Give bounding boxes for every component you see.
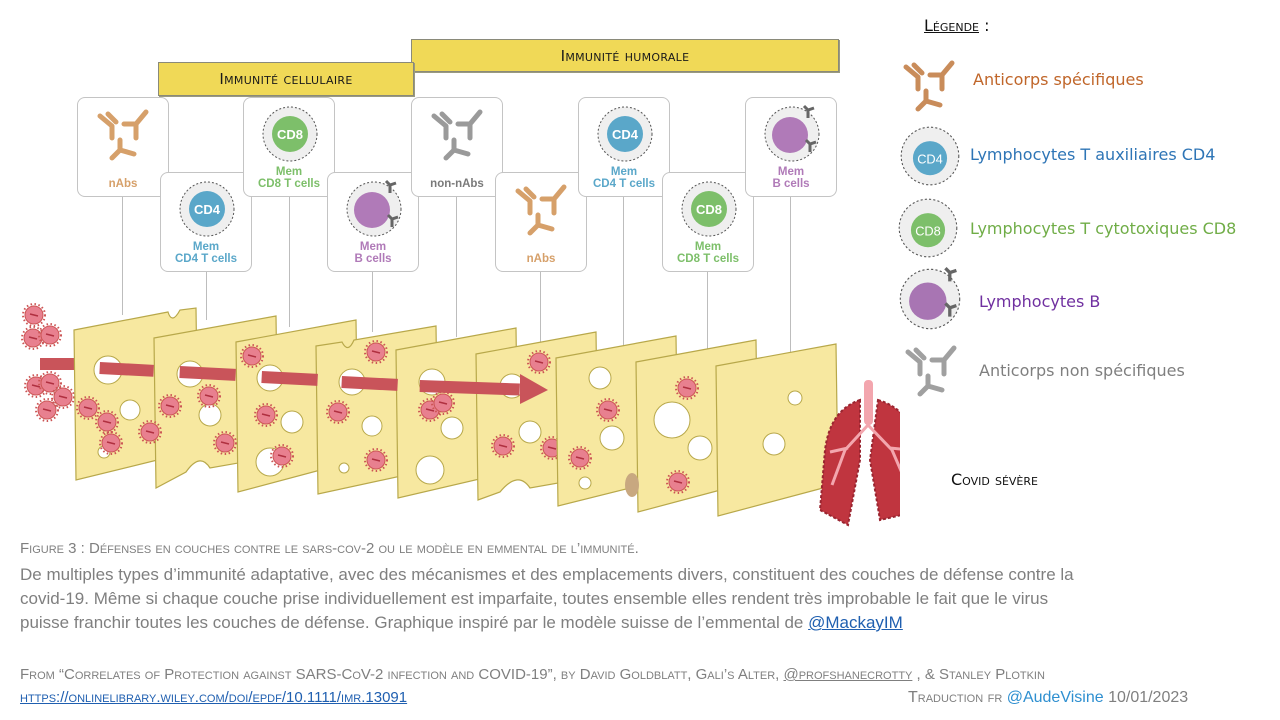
legend-item-lymphocytes-b: Lymphocytes B (979, 292, 1101, 311)
card-nabs: nAbs (77, 97, 169, 197)
b-cell-icon (764, 104, 820, 162)
card-label: nAbs (108, 178, 138, 190)
cd8-cell-icon: CD8 (681, 181, 737, 237)
profshanecrotty-link[interactable]: @profshanecrotty (783, 666, 913, 683)
banner-immunite-cellulaire: Immunité cellulaire (158, 62, 414, 96)
source-prefix: From “Correlates of Protection against S… (20, 666, 784, 683)
hang-line (623, 197, 624, 347)
source-suffix: , & Stanley Plotkin (912, 666, 1045, 683)
banner-immunite-humorale: Immunité humorale (411, 39, 839, 72)
cd4-cell-icon: CD4 (179, 181, 235, 237)
antibody-specific-icon (903, 60, 955, 112)
svg-text:CD4: CD4 (917, 151, 943, 166)
hang-line (122, 197, 123, 315)
translation-date: 10/01/2023 (1103, 689, 1189, 706)
hang-line (540, 270, 541, 342)
antibody-nonspecific-icon (905, 345, 957, 397)
hang-line (707, 270, 708, 352)
arrow-tail (40, 358, 78, 370)
virus-icon (22, 303, 46, 327)
cd4-cell-icon: CD4 (597, 106, 653, 162)
legend-item-lymphocytes-cd8: Lymphocytes T cytotoxiques CD8 (970, 219, 1237, 238)
hang-line (456, 197, 457, 337)
virus-path-arrow (99, 362, 548, 404)
b-cell-icon (346, 179, 402, 237)
svg-text:CD4: CD4 (194, 202, 221, 217)
lung-icon (818, 380, 900, 527)
mackayim-link[interactable]: @MackayIM (808, 613, 903, 632)
cd8-cell-icon: CD8 (898, 198, 958, 258)
card-label: nAbs (526, 253, 556, 265)
cd4-cell-icon: CD4 (900, 126, 960, 186)
audevisine-handle[interactable]: @AudeVisine (1006, 689, 1104, 706)
banner-cellular-label: Immunité cellulaire (219, 70, 353, 88)
antibody-nonspecific-icon (431, 109, 483, 161)
legend-item-anticorps-specifiques: Anticorps spécifiques (973, 70, 1144, 89)
hang-line (289, 197, 290, 327)
caption-line-2: covid-19. Même si chaque couche prise in… (20, 589, 1049, 608)
svg-text:CD8: CD8 (277, 127, 303, 142)
antibody-specific-icon (97, 109, 149, 161)
source-url-link[interactable]: https://onlinelibrary.wiley.com/doi/epdf… (20, 689, 408, 706)
virus-icon (35, 398, 59, 422)
source-line: From “Correlates of Protection against S… (20, 666, 1045, 683)
svg-text:CD8: CD8 (915, 223, 941, 238)
banner-humoral-label: Immunité humorale (560, 46, 690, 65)
caption-line-3: puisse franchir toutes les couches de dé… (20, 613, 903, 633)
legend-item-anticorps-non-specifiques: Anticorps non spécifiques (979, 361, 1185, 380)
card-label: non-nAbs (430, 178, 484, 190)
card-non-nabs: non-nAbs (411, 97, 503, 197)
hang-line (206, 270, 207, 320)
cheese-layers-illustration (21, 303, 900, 527)
translation-credit: Traduction fr @AudeVisine 10/01/2023 (908, 689, 1188, 707)
svg-text:CD8: CD8 (696, 202, 722, 217)
svg-text:CD4: CD4 (612, 127, 639, 142)
cheese-slice (715, 343, 839, 517)
arrow-head-icon (520, 374, 548, 404)
hang-line (372, 270, 373, 332)
hang-line (790, 197, 791, 355)
outcome-label: Covid sévère (951, 470, 1038, 489)
virus-icon (21, 326, 45, 350)
figure-title: Figure 3 : Défenses en couches contre le… (20, 540, 639, 557)
caption-line-1: De multiples types d’immunité adaptative… (20, 565, 1074, 584)
b-cell-icon (899, 267, 961, 330)
legend-title: Légende : (924, 16, 990, 35)
caption-line-3-text: puisse franchir toutes les couches de dé… (20, 613, 809, 632)
cd8-cell-icon: CD8 (262, 106, 318, 162)
card-nabs-2: nAbs (495, 172, 587, 272)
translation-prefix: Traduction fr (908, 689, 1007, 706)
antibody-specific-icon (515, 184, 567, 236)
legend-item-lymphocytes-cd4: Lymphocytes T auxiliaires CD4 (970, 145, 1216, 164)
mouse-icon (625, 473, 639, 497)
